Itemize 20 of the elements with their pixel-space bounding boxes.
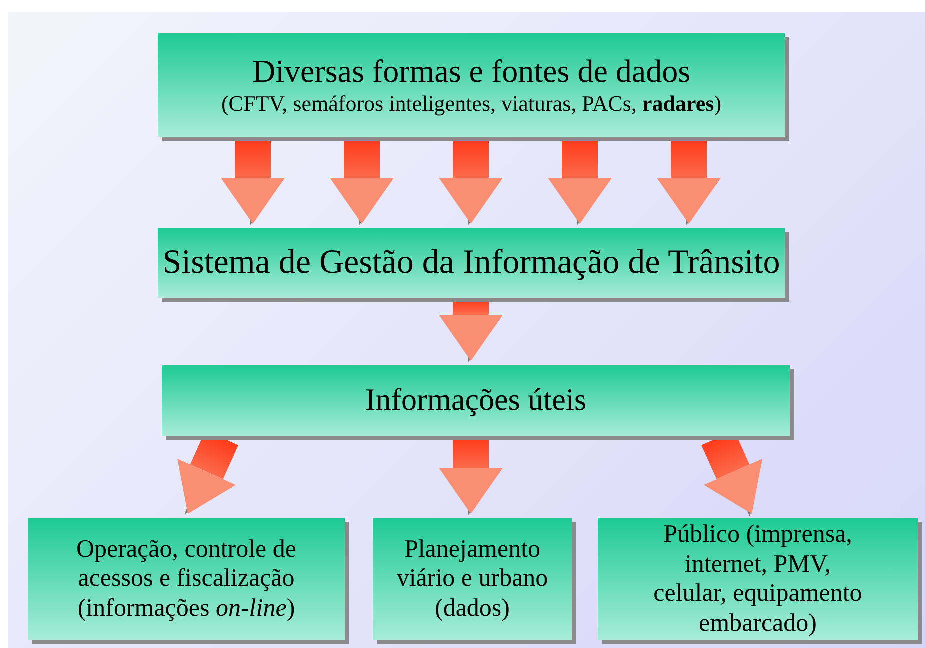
block-arrow — [221, 139, 285, 226]
box-title: Planejamento viário e urbano (dados) — [396, 534, 550, 624]
block-arrow — [439, 438, 503, 516]
block-arrow — [330, 139, 394, 226]
process-box — [158, 228, 785, 298]
box-subtitle: (CFTV, semáforos inteligentes, viaturas, PACs, radares) — [221, 90, 722, 117]
process-box — [158, 33, 785, 137]
process-box — [162, 365, 790, 436]
box-title: Diversas formas e fontes de dados — [252, 53, 691, 91]
block-arrow — [657, 139, 721, 226]
box-title: Sistema de Gestão da Informação de Trânsito — [162, 242, 780, 283]
box-title: Informações úteis — [365, 382, 587, 419]
block-arrow — [439, 300, 503, 363]
process-box — [28, 518, 345, 640]
process-box — [373, 518, 572, 640]
block-arrow — [548, 139, 612, 226]
box-title: Operação, controle de acessos e fiscalização (informações on-line) — [75, 534, 298, 624]
block-arrow — [439, 139, 503, 226]
process-box — [598, 518, 918, 640]
box-title: Público (imprensa, internet, PMV, celular, equipamento embarcado) — [652, 520, 864, 638]
